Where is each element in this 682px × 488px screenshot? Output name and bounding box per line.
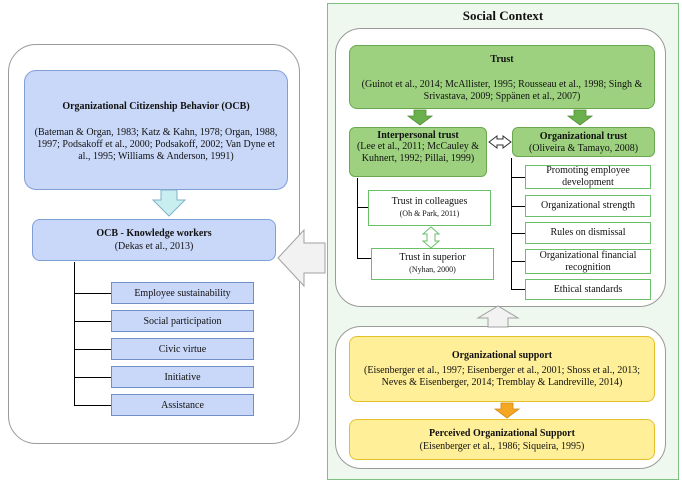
ocb-item: Assistance bbox=[111, 394, 254, 416]
trust-in-colleagues-box: Trust in colleagues (Oh & Park, 2011) bbox=[368, 190, 491, 226]
org-support-refs: (Eisenberger et al., 1997; Eisenberger e… bbox=[364, 365, 640, 388]
interpersonal-tree-branch bbox=[357, 258, 371, 259]
org-trust-tree-branch bbox=[511, 177, 525, 178]
org-trust-item: Ethical standards bbox=[525, 279, 651, 300]
ocb-tree-branch bbox=[74, 405, 111, 406]
org-support-up-arrow bbox=[476, 305, 520, 328]
ocb-tree-branch bbox=[74, 293, 111, 294]
ocb-item: Social participation bbox=[111, 310, 254, 332]
trust-in-colleagues-label: Trust in colleagues bbox=[391, 196, 468, 207]
interpersonal-trust-title: Interpersonal trust bbox=[377, 130, 459, 141]
ocb-item: Employee sustainability bbox=[111, 282, 254, 304]
pos-refs: (Eisenberger et al., 1986; Siqueira, 199… bbox=[419, 441, 585, 452]
interpersonal-org-double-arrow bbox=[488, 135, 512, 149]
trust-in-superior-box: Trust in superior (Nyhan, 2000) bbox=[371, 248, 494, 280]
org-trust-item: Promoting employee development bbox=[525, 165, 651, 189]
colleagues-superior-double-arrow bbox=[421, 226, 441, 249]
org-trust-tree-branch bbox=[511, 261, 525, 262]
interpersonal-tree-trunk bbox=[357, 178, 358, 258]
ocb-tree-branch bbox=[74, 349, 111, 350]
ocb-knowledge-title: OCB - Knowledge workers bbox=[96, 228, 212, 239]
social-context-title: Social Context bbox=[462, 8, 544, 23]
trust-in-colleagues-ref: (Oh & Park, 2011) bbox=[399, 209, 460, 218]
organizational-trust-box: Organizational trust (Oliveira & Tamayo,… bbox=[512, 127, 655, 157]
pos-title: Perceived Organizational Support bbox=[429, 428, 575, 439]
ocb-item: Initiative bbox=[111, 366, 254, 388]
org-support-title: Organizational support bbox=[451, 350, 553, 361]
organizational-trust-ref: (Oliveira & Tamayo, 2008) bbox=[528, 143, 639, 154]
org-trust-tree-trunk bbox=[511, 158, 512, 290]
interpersonal-tree-branch bbox=[357, 207, 368, 208]
trust-in-superior-label: Trust in superior bbox=[399, 252, 466, 263]
trust-to-organizational-arrow bbox=[566, 109, 594, 126]
ocb-title: Organizational Citizenship Behavior (OCB… bbox=[62, 101, 250, 112]
org-trust-item: Organizational strength bbox=[525, 195, 651, 217]
pos-box: Perceived Organizational Support (Eisenb… bbox=[349, 419, 655, 460]
org-trust-tree-branch bbox=[511, 233, 525, 234]
ocb-item: Civic virtue bbox=[111, 338, 254, 360]
trust-to-interpersonal-arrow bbox=[406, 109, 434, 126]
ocb-tree-branch bbox=[74, 377, 111, 378]
trust-box: Trust (Guinot et al., 2014; McAllister, … bbox=[349, 45, 655, 109]
ocb-tree-branch bbox=[74, 321, 111, 322]
org-trust-tree-branch bbox=[511, 289, 525, 290]
organizational-trust-title: Organizational trust bbox=[539, 131, 628, 142]
ocb-knowledge-box: OCB - Knowledge workers (Dekas et al., 2… bbox=[32, 219, 276, 261]
trust-in-superior-ref: (Nyhan, 2000) bbox=[409, 265, 456, 274]
org-support-to-pos-arrow bbox=[493, 402, 521, 419]
org-trust-item: Organizational financial recognition bbox=[525, 249, 651, 274]
org-trust-tree-branch bbox=[511, 206, 525, 207]
interpersonal-trust-refs: (Lee et al., 2011; McCauley & Kuhnert, 1… bbox=[356, 141, 480, 164]
trust-title: Trust bbox=[490, 54, 514, 65]
org-support-box: Organizational support (Eisenberger et a… bbox=[349, 336, 655, 402]
ocb-tree-trunk bbox=[74, 262, 75, 405]
ocb-down-arrow bbox=[151, 189, 187, 217]
ocb-knowledge-ref: (Dekas et al., 2013) bbox=[114, 241, 194, 252]
ocb-refs: (Bateman & Organ, 1983; Katz & Kahn, 197… bbox=[34, 127, 278, 162]
interpersonal-trust-box: Interpersonal trust (Lee et al., 2011; M… bbox=[349, 127, 487, 177]
ocb-box: Organizational Citizenship Behavior (OCB… bbox=[24, 70, 288, 190]
social-to-ocb-arrow bbox=[277, 228, 326, 288]
trust-refs: (Guinot et al., 2014; McAllister, 1995; … bbox=[361, 79, 643, 102]
org-trust-item: Rules on dismissal bbox=[525, 222, 651, 244]
